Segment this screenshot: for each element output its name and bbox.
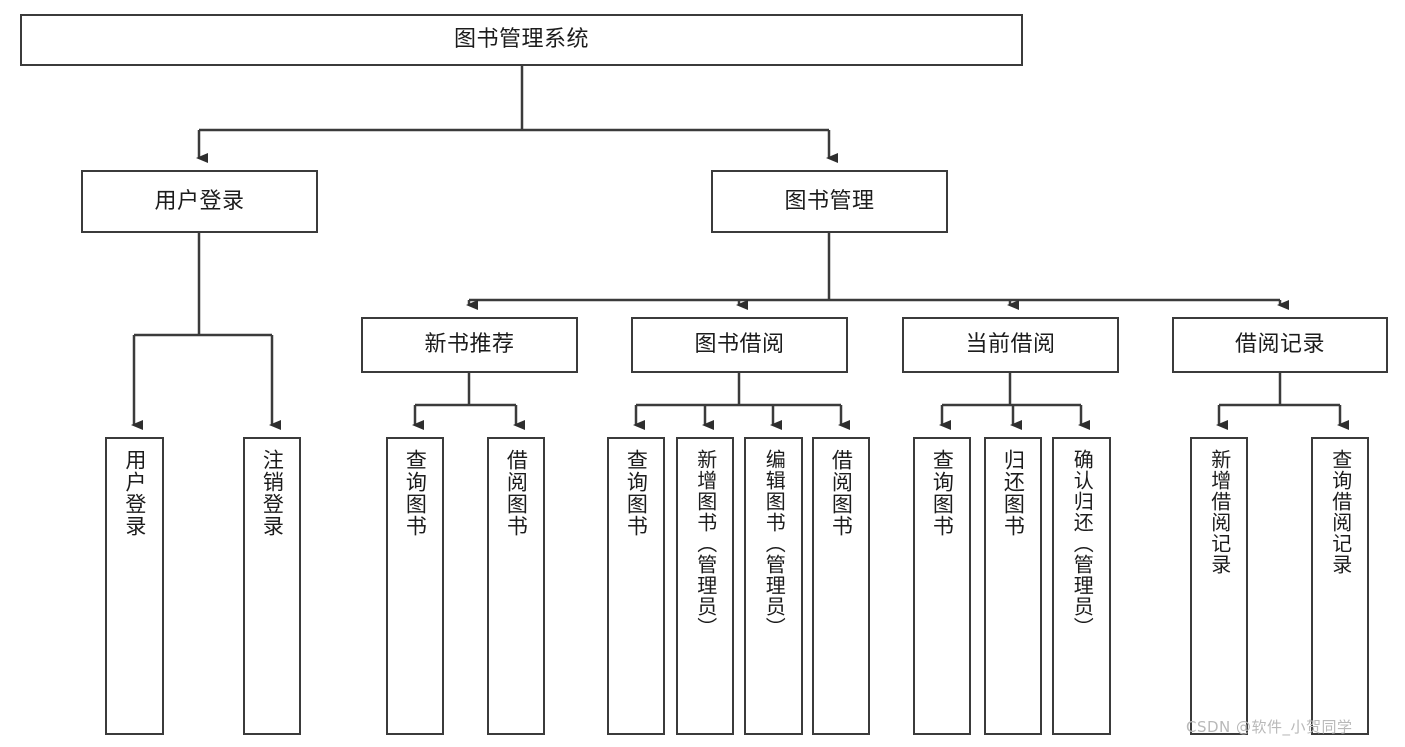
node-leaf-borrow-book-2-label: 借阅图书 bbox=[829, 449, 854, 537]
node-leaf-query-record[interactable]: 查询借阅记录 bbox=[1311, 437, 1369, 735]
node-leaf-logout-label: 注销登录 bbox=[260, 449, 285, 537]
node-leaf-borrow-book-1-label: 借阅图书 bbox=[504, 449, 529, 537]
node-leaf-query-book-1[interactable]: 查询图书 bbox=[386, 437, 444, 735]
node-root[interactable]: 图书管理系统 bbox=[20, 14, 1023, 66]
node-leaf-query-book-1-label: 查询图书 bbox=[403, 449, 428, 537]
node-leaf-query-book-3[interactable]: 查询图书 bbox=[913, 437, 971, 735]
node-leaf-confirm-return-label: 确认归还（管理员） bbox=[1070, 449, 1095, 638]
node-borrow-record-label: 借阅记录 bbox=[1234, 332, 1325, 358]
node-borrow-record[interactable]: 借阅记录 bbox=[1172, 317, 1388, 373]
csdn-watermark: CSDN @软件_小贺同学 bbox=[1186, 718, 1353, 736]
node-leaf-logout[interactable]: 注销登录 bbox=[243, 437, 301, 735]
node-leaf-add-book-label: 新增图书（管理员） bbox=[693, 449, 718, 638]
node-book-borrow[interactable]: 图书借阅 bbox=[631, 317, 848, 373]
node-book-borrow-label: 图书借阅 bbox=[694, 332, 785, 358]
node-leaf-query-record-label: 查询借阅记录 bbox=[1328, 449, 1353, 575]
node-leaf-edit-book[interactable]: 编辑图书（管理员） bbox=[744, 437, 803, 735]
node-leaf-return-book[interactable]: 归还图书 bbox=[984, 437, 1042, 735]
node-user-login[interactable]: 用户登录 bbox=[81, 170, 318, 233]
node-current-borrow[interactable]: 当前借阅 bbox=[902, 317, 1119, 373]
node-current-borrow-label: 当前借阅 bbox=[965, 332, 1056, 358]
node-new-book-recommend[interactable]: 新书推荐 bbox=[361, 317, 578, 373]
node-book-manage-label: 图书管理 bbox=[784, 188, 875, 214]
node-leaf-add-record-label: 新增借阅记录 bbox=[1207, 449, 1232, 575]
node-leaf-query-book-3-label: 查询图书 bbox=[930, 449, 955, 537]
node-leaf-confirm-return[interactable]: 确认归还（管理员） bbox=[1052, 437, 1111, 735]
node-leaf-query-book-2[interactable]: 查询图书 bbox=[607, 437, 665, 735]
node-leaf-add-book[interactable]: 新增图书（管理员） bbox=[676, 437, 734, 735]
node-leaf-return-book-label: 归还图书 bbox=[1001, 449, 1026, 537]
node-leaf-borrow-book-2[interactable]: 借阅图书 bbox=[812, 437, 870, 735]
node-leaf-add-record[interactable]: 新增借阅记录 bbox=[1190, 437, 1248, 735]
node-leaf-edit-book-label: 编辑图书（管理员） bbox=[762, 449, 787, 638]
node-leaf-query-book-2-label: 查询图书 bbox=[624, 449, 649, 537]
node-new-book-recommend-label: 新书推荐 bbox=[424, 332, 515, 358]
node-book-manage[interactable]: 图书管理 bbox=[711, 170, 948, 233]
node-user-login-label: 用户登录 bbox=[154, 188, 245, 214]
node-leaf-user-login[interactable]: 用户登录 bbox=[105, 437, 164, 735]
node-root-label: 图书管理系统 bbox=[453, 27, 589, 53]
node-leaf-borrow-book-1[interactable]: 借阅图书 bbox=[487, 437, 545, 735]
node-leaf-user-login-label: 用户登录 bbox=[122, 449, 147, 537]
